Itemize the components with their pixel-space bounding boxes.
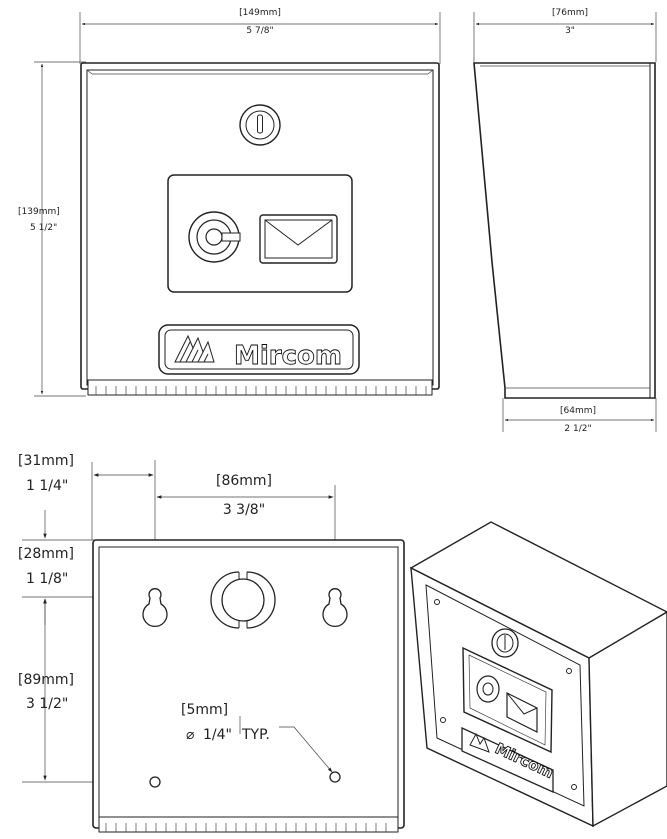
front-view: [149mm] 5 7/8" [139mm] 5 1/2" — [18, 8, 441, 397]
front-envelope-icon — [259, 214, 338, 264]
back-hole-dia-imperial: 1/4" — [203, 727, 232, 743]
back-keyhole-slot-left — [142, 588, 168, 628]
front-height-imperial: 5 1/2" — [30, 223, 57, 233]
side-view: [76mm] 3" [64mm] 2 1/2" — [473, 8, 657, 434]
side-top-depth-metric: [76mm] — [552, 8, 588, 18]
back-left-offset-imperial: 1 1/4" — [26, 478, 68, 494]
back-vertical-spacing-imperial: 3 1/2" — [26, 696, 68, 712]
front-logo-plate: Mircom — [158, 324, 360, 375]
iso-logo-mark-icon — [469, 732, 490, 753]
front-bottom-strip — [87, 379, 433, 396]
side-top-depth-imperial: 3" — [565, 26, 575, 36]
front-cam-lock-icon — [188, 211, 241, 263]
side-bottom-depth-imperial: 2 1/2" — [564, 424, 591, 434]
back-hole-dia-note: TYP. — [241, 727, 270, 743]
back-knockout — [210, 571, 276, 629]
back-top-offset-metric: [28mm] — [18, 546, 74, 562]
back-mounting-hole-right — [329, 771, 341, 783]
back-hole-spacing-metric: [86mm] — [216, 473, 272, 489]
front-height-metric: [139mm] — [18, 207, 60, 217]
back-keyhole-slot-right — [322, 588, 348, 628]
back-vertical-spacing-metric: [89mm] — [18, 672, 74, 688]
back-top-offset-imperial: 1 1/8" — [26, 571, 68, 587]
side-bottom-depth-metric: [64mm] — [560, 406, 596, 416]
side-profile-outline — [473, 62, 656, 399]
front-width-imperial: 5 7/8" — [246, 26, 273, 36]
front-logo-text: Mircom — [234, 341, 342, 371]
front-logo-mark-icon — [174, 334, 215, 363]
back-mounting-hole-left — [149, 776, 161, 788]
back-view: [31mm] 1 1/4" [86mm] 3 3/8" [28mm] 1 1/8… — [18, 453, 405, 833]
back-left-offset-metric: [31mm] — [18, 453, 74, 469]
iso-side-face — [588, 611, 667, 828]
front-width-metric: [149mm] — [239, 8, 281, 18]
back-hole-dia-metric: [5mm] — [181, 702, 228, 718]
iso-view: Mircom — [409, 521, 667, 828]
back-hole-dia-symbol: ⌀ — [186, 727, 195, 743]
back-bottom-strip — [98, 816, 399, 833]
back-hole-spacing-imperial: 3 3/8" — [223, 502, 265, 518]
iso-logo-plate — [461, 726, 554, 794]
iso-envelope-icon — [506, 692, 538, 733]
